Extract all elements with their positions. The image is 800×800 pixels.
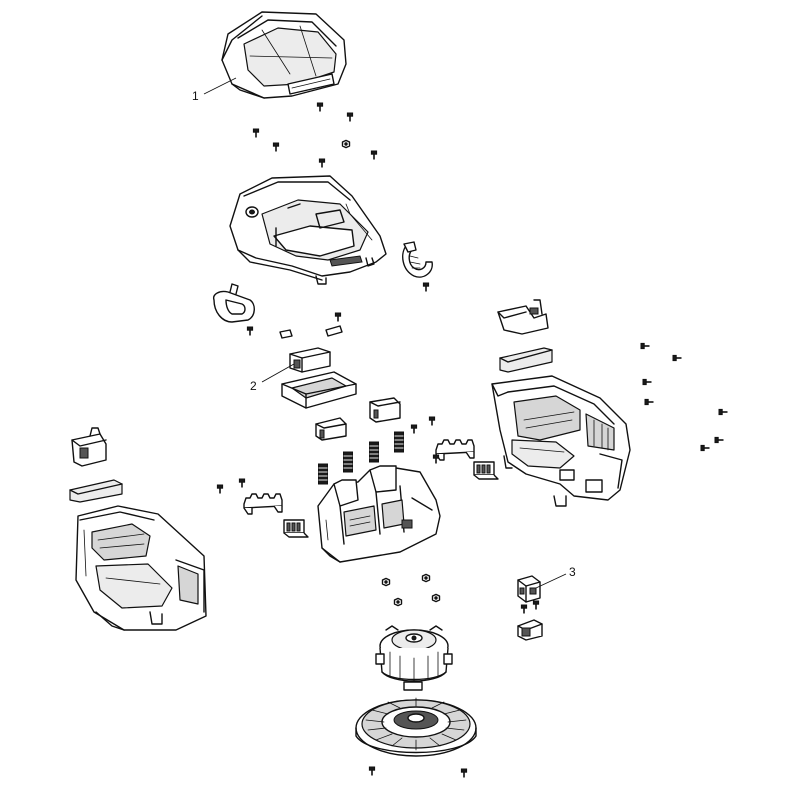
left-bracket bbox=[243, 493, 283, 515]
screws-right bbox=[640, 342, 729, 452]
battery-compartment bbox=[317, 465, 441, 563]
callout-1-label: 1 bbox=[192, 89, 199, 103]
left-connector-clip bbox=[283, 519, 309, 538]
box-frame bbox=[281, 371, 357, 409]
top-cover bbox=[221, 11, 347, 99]
right-rubber-pad bbox=[499, 347, 553, 373]
connector-cap bbox=[517, 619, 543, 641]
right-handle-clip bbox=[402, 241, 433, 278]
left-handle-clip bbox=[213, 283, 255, 323]
right-chassis bbox=[491, 375, 631, 507]
callout-3-label: 3 bbox=[569, 565, 576, 579]
spring-4 bbox=[394, 431, 404, 453]
spring-1 bbox=[318, 463, 328, 485]
screws-top bbox=[252, 102, 378, 169]
callout-2: 2 bbox=[250, 363, 295, 393]
left-top-cap bbox=[71, 427, 107, 467]
connector-block bbox=[517, 575, 541, 603]
motor bbox=[375, 625, 453, 691]
left-rubber-pad bbox=[69, 479, 123, 503]
screws-middle bbox=[216, 282, 440, 495]
left-latch-block bbox=[315, 417, 347, 441]
right-top-cap bbox=[497, 299, 549, 335]
control-box bbox=[289, 347, 331, 373]
callout-1: 1 bbox=[192, 77, 237, 103]
blade-disc bbox=[355, 697, 477, 757]
callout-2-label: 2 bbox=[250, 379, 257, 393]
spring-2 bbox=[343, 451, 353, 473]
left-chassis bbox=[75, 505, 207, 631]
right-latch-block bbox=[369, 397, 401, 423]
right-bracket bbox=[435, 439, 475, 461]
main-housing bbox=[229, 175, 387, 285]
right-connector-clip bbox=[473, 461, 499, 480]
spring-3 bbox=[369, 441, 379, 463]
callout-3: 3 bbox=[535, 565, 576, 589]
